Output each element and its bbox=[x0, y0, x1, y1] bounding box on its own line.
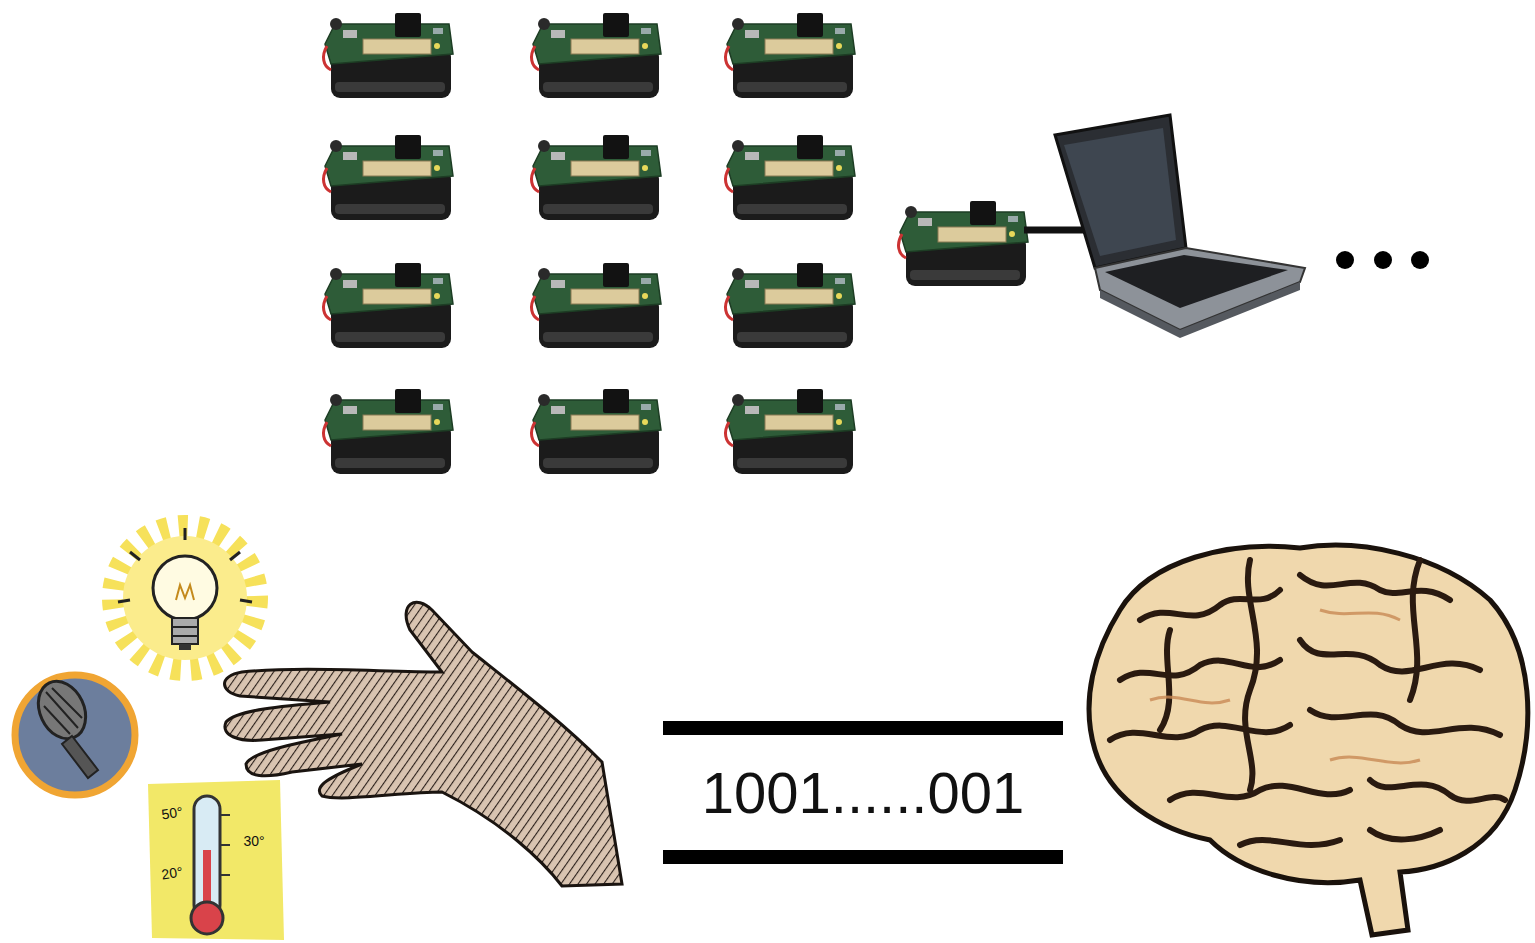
binary-stream-label: 1001......001 bbox=[663, 764, 1063, 822]
temperature-mark: 30° bbox=[232, 834, 276, 848]
hand-illustration bbox=[225, 602, 623, 886]
thermometer-icon bbox=[148, 780, 284, 940]
ellipsis-dots bbox=[1336, 251, 1429, 269]
laptop bbox=[1055, 115, 1305, 338]
light-bulb-icon bbox=[115, 528, 255, 668]
base-station bbox=[899, 201, 1088, 286]
brain-illustration bbox=[1089, 545, 1528, 935]
sensor-mote-grid bbox=[324, 13, 855, 474]
data-pipe bbox=[663, 721, 1063, 864]
microphone-icon bbox=[15, 674, 135, 795]
